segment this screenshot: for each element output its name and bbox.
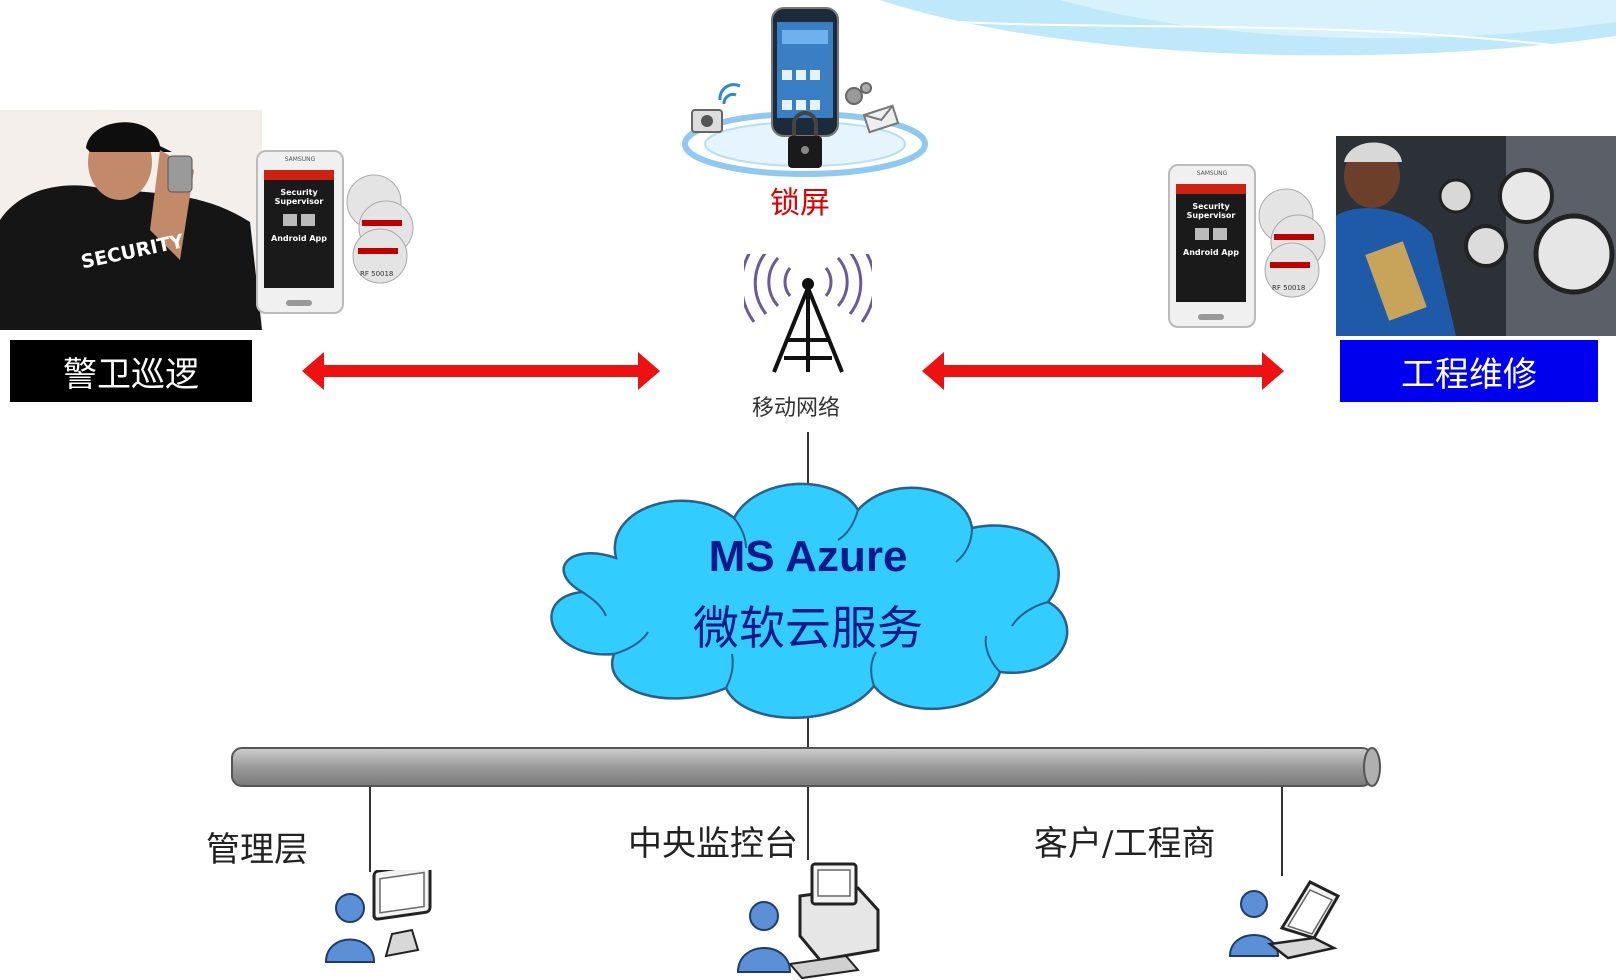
engineer-photo <box>1336 136 1616 336</box>
guard-rfid-tags <box>346 174 414 284</box>
engineering-phone-title: Security Supervisor <box>1186 202 1236 220</box>
management-monitor-icon <box>324 870 432 963</box>
network-bus <box>231 747 1381 787</box>
cloud-subtitle: 微软云服务 <box>693 601 923 655</box>
guard-tag-code: RF 50018 <box>360 270 394 278</box>
client-laptop-icon <box>1228 880 1341 960</box>
guard-patrol-label: 警卫巡逻 <box>10 340 252 402</box>
guard-phone: SAMSUNG Security Supervisor Android App <box>256 150 344 314</box>
left-bidirectional-arrow <box>302 352 660 390</box>
user-icon <box>736 901 792 973</box>
engineering-phone-screen: Security Supervisor Android App <box>1176 184 1246 302</box>
central-desktop-icon <box>736 862 880 980</box>
right-bidirectional-arrow <box>922 352 1284 390</box>
management-label: 管理层 <box>206 830 308 870</box>
engineering-phone-brand: SAMSUNG <box>1196 170 1228 177</box>
lock-screen-phone-illustration <box>682 7 928 177</box>
security-guard-photo: SECURITY <box>0 110 262 330</box>
guard-phone-title: Security Supervisor <box>274 188 324 206</box>
user-icon <box>1228 890 1280 957</box>
guard-phone-screen: Security Supervisor Android App <box>264 170 334 288</box>
engineering-rfid-tags <box>1258 188 1326 298</box>
cell-tower-icon <box>744 254 872 373</box>
central-monitoring-label: 中央监控台 <box>628 824 798 864</box>
guard-phone-brand: SAMSUNG <box>284 156 316 163</box>
engineering-phone: SAMSUNG Security Supervisor Android App <box>1168 164 1256 328</box>
user-icon <box>324 893 376 963</box>
lock-screen-label: 锁屏 <box>770 186 830 221</box>
azure-cloud-shape <box>550 482 1069 719</box>
client-contractor-label: 客户/工程商 <box>1034 824 1216 864</box>
mobile-network-label: 移动网络 <box>752 396 841 421</box>
engineering-tag-code: RF 50018 <box>1272 284 1306 292</box>
engineering-maintenance-label: 工程维修 <box>1340 340 1598 402</box>
guard-phone-app: Android App <box>271 234 327 243</box>
cloud-title: MS Azure <box>708 532 908 581</box>
engineering-phone-app: Android App <box>1183 248 1239 257</box>
